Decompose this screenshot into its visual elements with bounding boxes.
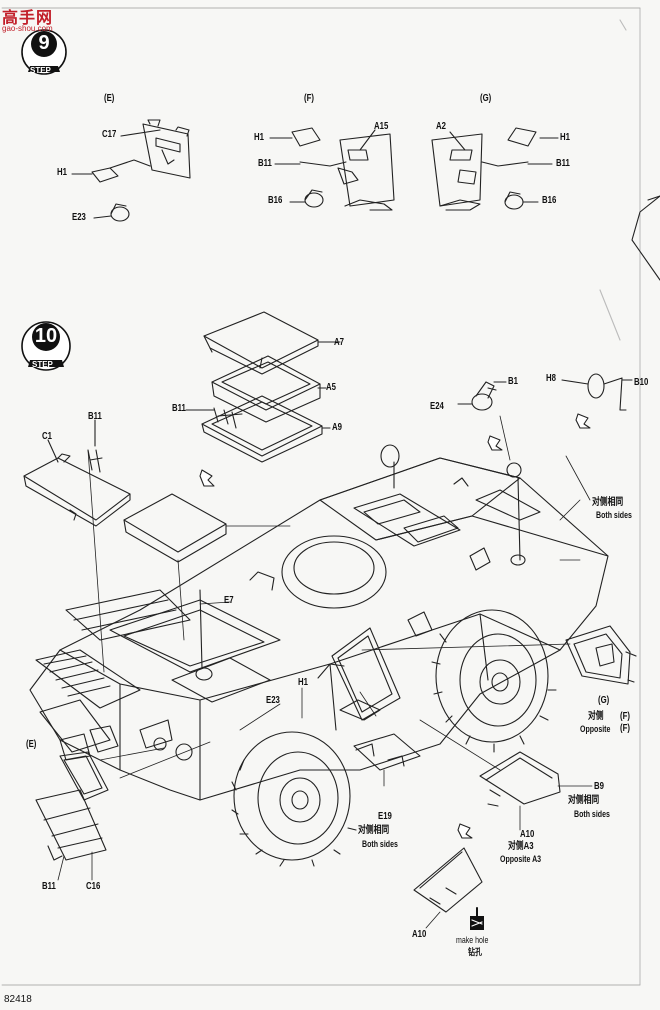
hatch-group — [185, 311, 341, 463]
label-E-C17: C17 — [102, 129, 117, 140]
label-A5: A5 — [326, 382, 336, 393]
label-B11-bottom: B11 — [42, 881, 56, 892]
panel-C1 — [23, 419, 131, 527]
drill-icon — [470, 907, 484, 930]
label-E24: E24 — [430, 401, 444, 412]
label-F-A15: A15 — [374, 121, 389, 132]
note-opposite-cn: 对侧 — [588, 711, 604, 722]
label-E19: E19 — [378, 811, 392, 822]
label-G-H1: H1 — [560, 132, 570, 143]
mirror-group — [561, 373, 633, 411]
label-E7: E7 — [224, 595, 234, 606]
periscope-group — [457, 381, 507, 411]
label-F-ref-1: (F) — [620, 711, 630, 722]
label-F-ref-2: (F) — [620, 723, 630, 734]
fender-A10 — [413, 751, 561, 913]
step-9-number: 9 — [38, 32, 50, 54]
note-make-hole-en: make hole — [456, 935, 489, 945]
leader-lines — [57, 415, 593, 929]
label-C16: C16 — [86, 881, 101, 892]
subfig-G-title: (G) — [480, 93, 492, 104]
label-E-E23: E23 — [72, 212, 86, 223]
watermark-site: gao-shou.com — [2, 24, 53, 33]
label-H1: H1 — [298, 677, 308, 688]
subfig-E-title: (E) — [104, 93, 115, 104]
wheels — [231, 609, 557, 867]
label-F-B11: B11 — [258, 158, 272, 169]
rear-assembly-E — [35, 751, 109, 861]
label-E-H1: H1 — [57, 167, 67, 178]
label-B11-left: B11 — [88, 411, 102, 422]
label-B9: B9 — [594, 781, 604, 792]
step-E19 — [339, 699, 421, 771]
label-G-A2: A2 — [436, 121, 446, 132]
label-B11-hatch: B11 — [172, 403, 186, 414]
label-H8: H8 — [546, 373, 556, 384]
label-F-H1: H1 — [254, 132, 264, 143]
step-10-word: STEP — [32, 360, 53, 369]
note-make-hole-cn: 钻孔 — [468, 947, 483, 957]
label-G-B11: B11 — [556, 158, 570, 169]
subfig-G-drawing — [431, 127, 559, 211]
vehicle-hull — [29, 444, 609, 801]
note-both-sides-en-2: Both sides — [574, 809, 610, 819]
note-both-sides-cn-2: 对侧相同 — [568, 795, 600, 806]
note-both-sides-en-3: Both sides — [362, 839, 398, 849]
note-opposite-a3-cn: 对侧A3 — [508, 841, 534, 852]
label-A9: A9 — [332, 422, 342, 433]
subfig-F-title: (F) — [304, 93, 314, 104]
step-9-badge — [21, 29, 67, 75]
label-E23: E23 — [266, 695, 280, 706]
note-both-sides-cn-1: 对侧相同 — [592, 497, 624, 508]
step-9-word: STEP — [30, 66, 51, 75]
label-E-ref: (E) — [26, 739, 37, 750]
subfig-F-drawing — [269, 127, 395, 211]
label-F-B16: B16 — [268, 195, 283, 206]
note-both-sides-cn-3: 对侧相同 — [358, 825, 390, 836]
label-B1: B1 — [508, 376, 518, 387]
label-A7: A7 — [334, 337, 344, 348]
door-G — [565, 625, 637, 685]
note-both-sides-en-1: Both sides — [596, 510, 632, 520]
label-C1: C1 — [42, 431, 52, 442]
subfig-E-drawing — [71, 119, 191, 222]
label-B10: B10 — [634, 377, 649, 388]
label-A10-bottom: A10 — [412, 929, 427, 940]
step-10-badge — [21, 321, 71, 371]
watermark-logo: 高手网 — [2, 10, 54, 27]
label-G-B16: B16 — [542, 195, 557, 206]
note-opposite-en: Opposite — [580, 724, 611, 734]
step-10-number: 10 — [34, 325, 58, 347]
flow-arrows — [199, 413, 591, 839]
label-G-ref: (G) — [598, 695, 610, 706]
footer-code: 82418 — [4, 994, 32, 1005]
note-opposite-a3-en: Opposite A3 — [500, 854, 542, 864]
label-A10-mid: A10 — [520, 829, 535, 840]
